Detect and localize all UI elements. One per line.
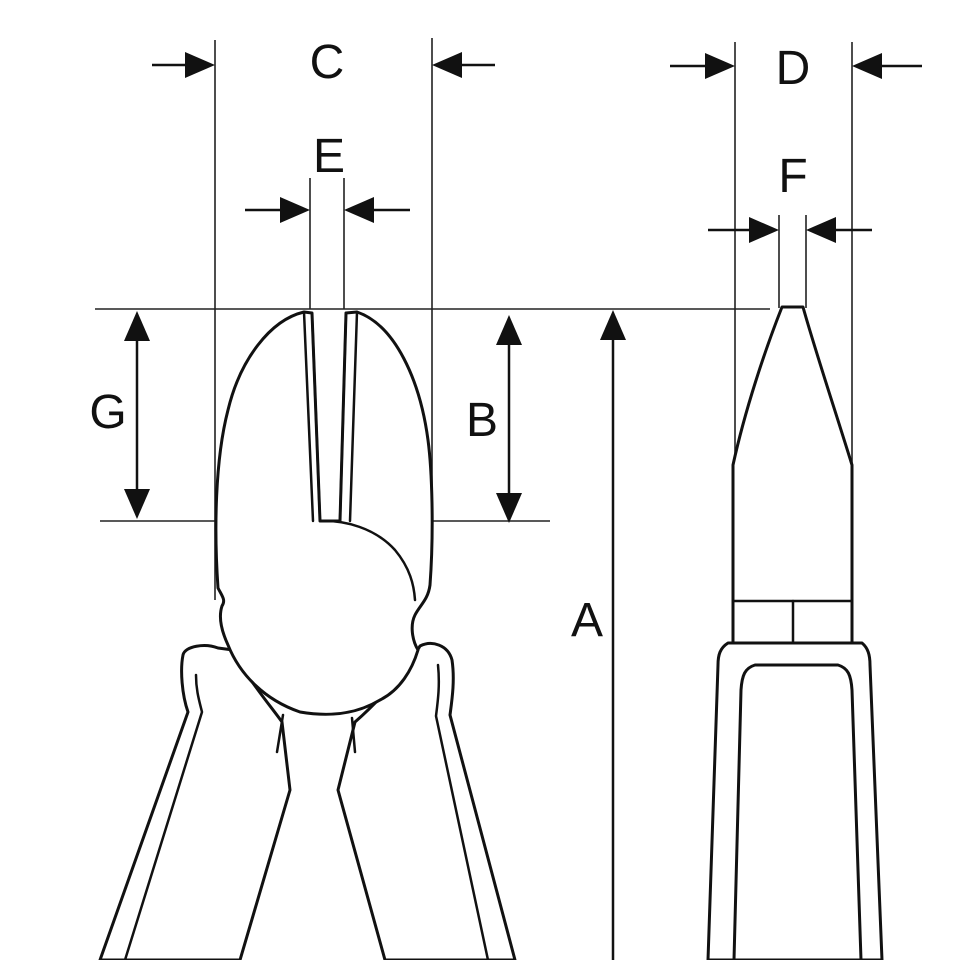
left-jaw-edge xyxy=(302,310,322,523)
g-top-arrowhead xyxy=(124,311,150,341)
pliers-head xyxy=(214,310,434,716)
g-bottom-arrowhead xyxy=(124,489,150,519)
e-left-arrowhead xyxy=(280,197,310,223)
right-jaw-edge xyxy=(338,310,359,523)
label-a: A xyxy=(571,594,603,647)
f-right-arrowhead xyxy=(806,217,836,243)
front-view xyxy=(98,310,517,960)
left-handle xyxy=(98,644,292,960)
label-e: E xyxy=(313,130,345,183)
f-left-arrowhead xyxy=(749,217,779,243)
extension-lines xyxy=(95,38,853,600)
pivot-curve xyxy=(318,519,417,602)
label-b: B xyxy=(466,394,498,447)
b-top-arrowhead xyxy=(496,315,522,345)
d-left-arrowhead xyxy=(705,53,735,79)
side-head xyxy=(731,305,854,645)
label-c: C xyxy=(310,36,345,89)
side-handle-opening xyxy=(732,663,863,960)
a-top-arrowhead xyxy=(600,310,626,340)
dimension-labels: C E D F G B A xyxy=(89,36,810,647)
b-bottom-arrowhead xyxy=(496,493,522,523)
left-handle-inner-edge xyxy=(123,673,204,960)
c-left-arrowhead xyxy=(185,52,215,78)
right-handle-inner-edge xyxy=(434,663,490,960)
label-f: F xyxy=(778,150,807,203)
label-g: G xyxy=(89,386,126,439)
label-d: D xyxy=(776,42,811,95)
handle-spacer xyxy=(275,713,357,754)
dimension-arrows xyxy=(124,52,922,960)
side-view xyxy=(706,305,884,960)
e-right-arrowhead xyxy=(344,197,374,223)
d-right-arrowhead xyxy=(852,53,882,79)
c-right-arrowhead xyxy=(432,52,462,78)
